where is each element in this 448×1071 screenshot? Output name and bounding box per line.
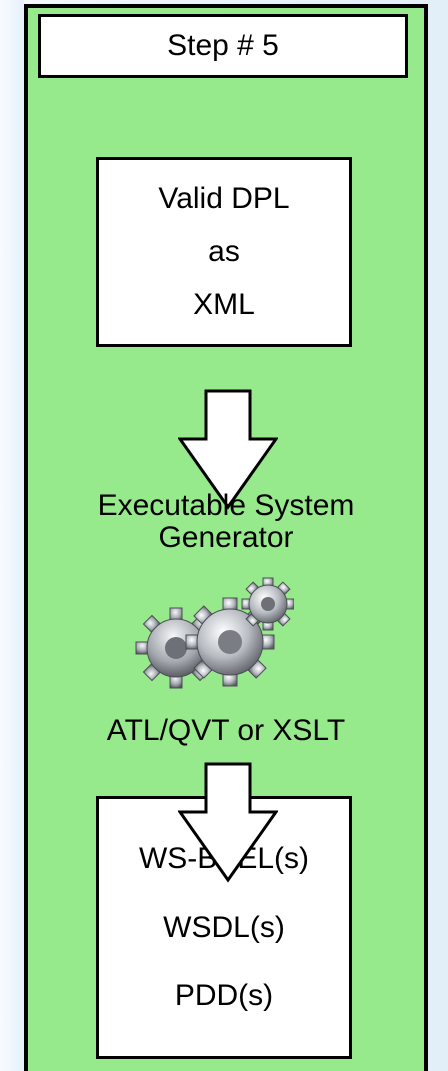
input-line-1: Valid DPL [158, 181, 290, 215]
generator-label: Executable System Generator [28, 490, 424, 553]
input-box: Valid DPL as XML [96, 157, 352, 347]
input-line-3: XML [193, 288, 255, 322]
step-title: Step # 5 [38, 14, 408, 78]
gears-icon [135, 577, 294, 689]
generator-line-1: Executable System [97, 489, 355, 522]
transform-label: ATL/QVT or XSLT [106, 714, 346, 747]
step-panel: Step # 5 Valid DPL as XML Executable Sys… [24, 4, 428, 1071]
output-line-3: PDD(s) [174, 979, 274, 1013]
down-arrow-icon [178, 762, 278, 883]
input-line-2: as [208, 234, 240, 268]
generator-line-2: Generator [158, 520, 294, 554]
output-line-2: WSDL(s) [163, 910, 285, 944]
down-arrow-icon [178, 389, 278, 510]
left-margin [0, 0, 24, 1071]
